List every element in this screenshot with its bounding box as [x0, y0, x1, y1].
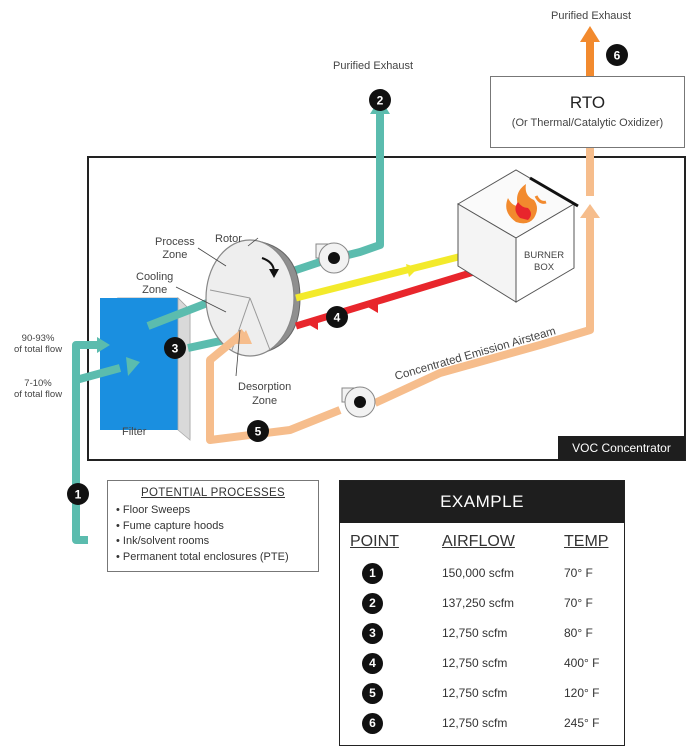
marker-3: 3 [164, 337, 186, 359]
burner-box [457, 169, 579, 303]
purified-exhaust-mid-label: Purified Exhaust [333, 60, 414, 72]
process-item: Fume capture hoods [116, 519, 310, 535]
rto-subtitle: (Or Thermal/Catalytic Oxidizer) [511, 117, 664, 129]
column-point: POINT [350, 533, 399, 550]
point-marker: 6 [362, 713, 383, 734]
cooling-zone-label: Cooling Zone [136, 271, 174, 296]
process-zone-label: Process Zone [155, 236, 195, 261]
rto-feed-arrowhead [580, 204, 600, 218]
table-row: 1 150,000 scfm 70° F [340, 559, 624, 589]
marker-1: 1 [67, 483, 89, 505]
rotor-label: Rotor [215, 233, 242, 245]
table-row: 3 12,750 scfm 80° F [340, 619, 624, 649]
purified-exhaust-duct [288, 110, 384, 276]
burner-box-label: BURNER BOX [524, 250, 565, 273]
flame-icon [506, 184, 547, 224]
heated-return-arrowhead [306, 318, 318, 330]
column-temp: TEMP [564, 533, 609, 550]
table-row: 5 12,750 scfm 120° F [340, 679, 624, 709]
point-marker: 3 [362, 623, 383, 644]
airflow-value: 137,250 scfm [442, 596, 515, 610]
processes-heading: POTENTIAL PROCESSES [141, 487, 285, 499]
concentrated-emission-duct [373, 210, 594, 407]
desorption-supply-duct [206, 328, 342, 444]
marker-2: 2 [369, 89, 391, 111]
point-marker: 2 [362, 593, 383, 614]
heated-return-mid-arrowhead [366, 301, 378, 313]
voc-concentrator-label: VOC Concentrator [558, 436, 685, 460]
desorption-fan [341, 386, 376, 418]
example-column-headers: POINT AIRFLOW TEMP [340, 523, 624, 559]
processes-list: Floor Sweeps Fume capture hoods Ink/solv… [116, 503, 310, 565]
process-fan [315, 242, 350, 274]
table-row: 4 12,750 scfm 400° F [340, 649, 624, 679]
svg-text:2: 2 [377, 94, 384, 108]
airflow-value: 12,750 scfm [442, 626, 508, 640]
table-row: 6 12,750 scfm 245° F [340, 709, 624, 739]
rotor-wheel [205, 239, 301, 357]
voc-concentrator-frame [87, 156, 686, 461]
marker-4: 4 [326, 306, 348, 328]
desorption-arrowhead [236, 330, 252, 344]
process-item: Floor Sweeps [116, 503, 310, 519]
temp-value: 120° F [564, 686, 600, 700]
flow-710-label: 7-10% of total flow [14, 378, 63, 400]
airflow-value: 12,750 scfm [442, 716, 508, 730]
potential-processes-box: POTENTIAL PROCESSES Floor Sweeps Fume ca… [107, 480, 319, 572]
temp-value: 70° F [564, 566, 593, 580]
rto-box: RTO (Or Thermal/Catalytic Oxidizer) [490, 76, 685, 148]
point-marker: 4 [362, 653, 383, 674]
concentrated-emission-label: Concentrated Emission Airsteam [394, 325, 558, 383]
flow-9093-label: 90-93% of total flow [14, 333, 63, 355]
temp-value: 400° F [564, 656, 600, 670]
process-item: Permanent total enclosures (PTE) [116, 550, 310, 566]
marker-6: 6 [606, 44, 628, 66]
rto-title: RTO [569, 93, 606, 112]
example-table: EXAMPLE POINT AIRFLOW TEMP 1 150,000 scf… [339, 480, 625, 746]
inlet-flow-lines [72, 296, 226, 544]
column-airflow: AIRFLOW [442, 533, 515, 550]
rto-exhaust-arrowhead [580, 26, 600, 42]
temp-value: 80° F [564, 626, 593, 640]
airflow-value: 12,750 scfm [442, 656, 508, 670]
filter-label: Filter [122, 426, 147, 438]
desorption-zone-label: Desorption Zone [238, 381, 292, 407]
process-item: Ink/solvent rooms [116, 534, 310, 550]
airflow-value: 12,750 scfm [442, 686, 508, 700]
table-row: 2 137,250 scfm 70° F [340, 589, 624, 619]
point-marker: 5 [362, 683, 383, 704]
point-marker: 1 [362, 563, 383, 584]
svg-text:5: 5 [255, 425, 262, 439]
svg-text:6: 6 [614, 49, 621, 63]
example-title: EXAMPLE [340, 481, 624, 523]
svg-text:3: 3 [172, 342, 179, 356]
marker-5: 5 [247, 420, 269, 442]
temp-value: 245° F [564, 716, 600, 730]
purified-exhaust-top-label: Purified Exhaust [551, 10, 632, 22]
svg-text:4: 4 [334, 311, 341, 325]
airflow-value: 150,000 scfm [442, 566, 515, 580]
temp-value: 70° F [564, 596, 593, 610]
leader-lines [175, 237, 259, 377]
hot-air-mid-arrowhead [406, 264, 418, 277]
svg-text:1: 1 [75, 488, 82, 502]
